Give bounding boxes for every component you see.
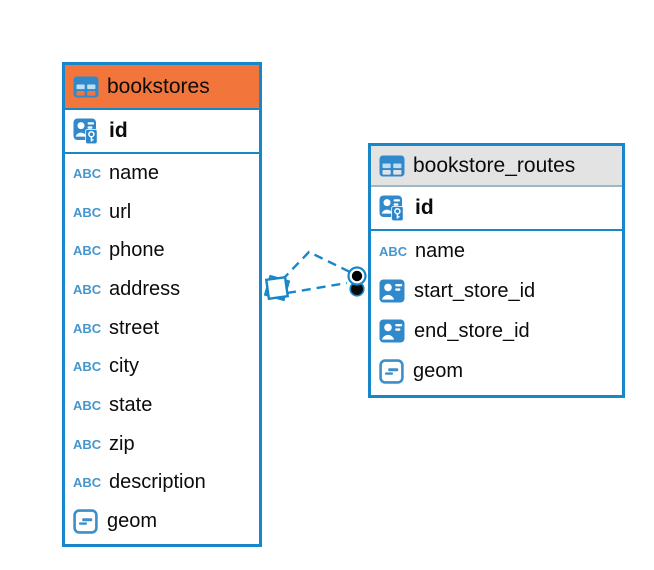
column-row[interactable]: geom [65, 502, 259, 541]
column-label: phone [109, 239, 165, 262]
column-label: address [109, 277, 181, 300]
relation-source-handle [263, 274, 291, 302]
column-label: street [109, 316, 160, 339]
column-list-bookstore-routes: ABC name start_store_id [371, 231, 622, 391]
entity-title: bookstores [107, 74, 210, 98]
column-label: zip [109, 432, 135, 455]
column-row-pk[interactable]: id [371, 187, 622, 231]
entity-header-bookstore-routes[interactable]: bookstore_routes [371, 146, 622, 187]
entity-title: bookstore_routes [413, 153, 576, 177]
relation-line-lower [286, 281, 348, 295]
text-type-icon: ABC [73, 281, 102, 297]
column-row[interactable]: ABC description [65, 463, 259, 503]
column-list-bookstores: ABC name ABC url ABC phone ABC address A… [65, 154, 259, 541]
column-row[interactable]: ABC name [65, 154, 259, 193]
column-row[interactable]: geom [371, 351, 622, 391]
entity-bookstore-routes[interactable]: bookstore_routes id ABC [368, 143, 625, 398]
column-label: start_store_id [414, 279, 536, 302]
column-row[interactable]: end_store_id [371, 311, 622, 351]
column-row[interactable]: ABC state [65, 386, 259, 425]
text-type-icon: ABC [379, 243, 408, 259]
relation-line-upper [281, 250, 351, 281]
column-row[interactable]: start_store_id [371, 271, 622, 311]
reference-type-icon [379, 318, 405, 344]
column-row[interactable]: ABC city [65, 347, 259, 387]
text-type-icon: ABC [73, 436, 102, 452]
column-label: url [109, 200, 132, 223]
column-row[interactable]: ABC street [65, 308, 259, 348]
column-label: geom [413, 359, 464, 382]
column-label: name [415, 239, 466, 262]
column-row[interactable]: ABC zip [65, 424, 259, 464]
text-type-icon: ABC [73, 475, 102, 491]
table-icon [73, 76, 99, 98]
column-label: name [109, 161, 160, 184]
text-type-icon: ABC [73, 397, 102, 413]
entity-header-bookstores[interactable]: bookstores [65, 65, 259, 110]
column-label: description [109, 471, 206, 494]
primary-key-icon [73, 117, 100, 145]
relation-target-dots [347, 266, 367, 297]
text-type-icon: ABC [73, 204, 102, 220]
text-type-icon: ABC [73, 320, 102, 336]
column-label: city [109, 355, 139, 378]
column-label: end_store_id [414, 319, 530, 342]
column-row[interactable]: ABC phone [65, 231, 259, 271]
relation-connector[interactable] [250, 228, 382, 320]
geometry-type-icon [379, 358, 404, 384]
text-type-icon: ABC [73, 359, 102, 375]
column-label: geom [107, 510, 158, 533]
pk-label: id [109, 119, 128, 142]
column-row[interactable]: ABC address [65, 270, 259, 309]
column-row-pk[interactable]: id [65, 110, 259, 154]
pk-label: id [415, 196, 434, 219]
primary-key-icon [379, 194, 406, 222]
text-type-icon: ABC [73, 243, 102, 259]
column-row[interactable]: ABC name [371, 231, 622, 271]
reference-type-icon [379, 278, 405, 304]
text-type-icon: ABC [73, 165, 102, 181]
table-icon [379, 155, 405, 177]
entity-bookstores[interactable]: bookstores id ABC [62, 62, 262, 547]
geometry-type-icon [73, 509, 98, 534]
column-row[interactable]: ABC url [65, 192, 259, 232]
column-label: state [109, 393, 153, 416]
